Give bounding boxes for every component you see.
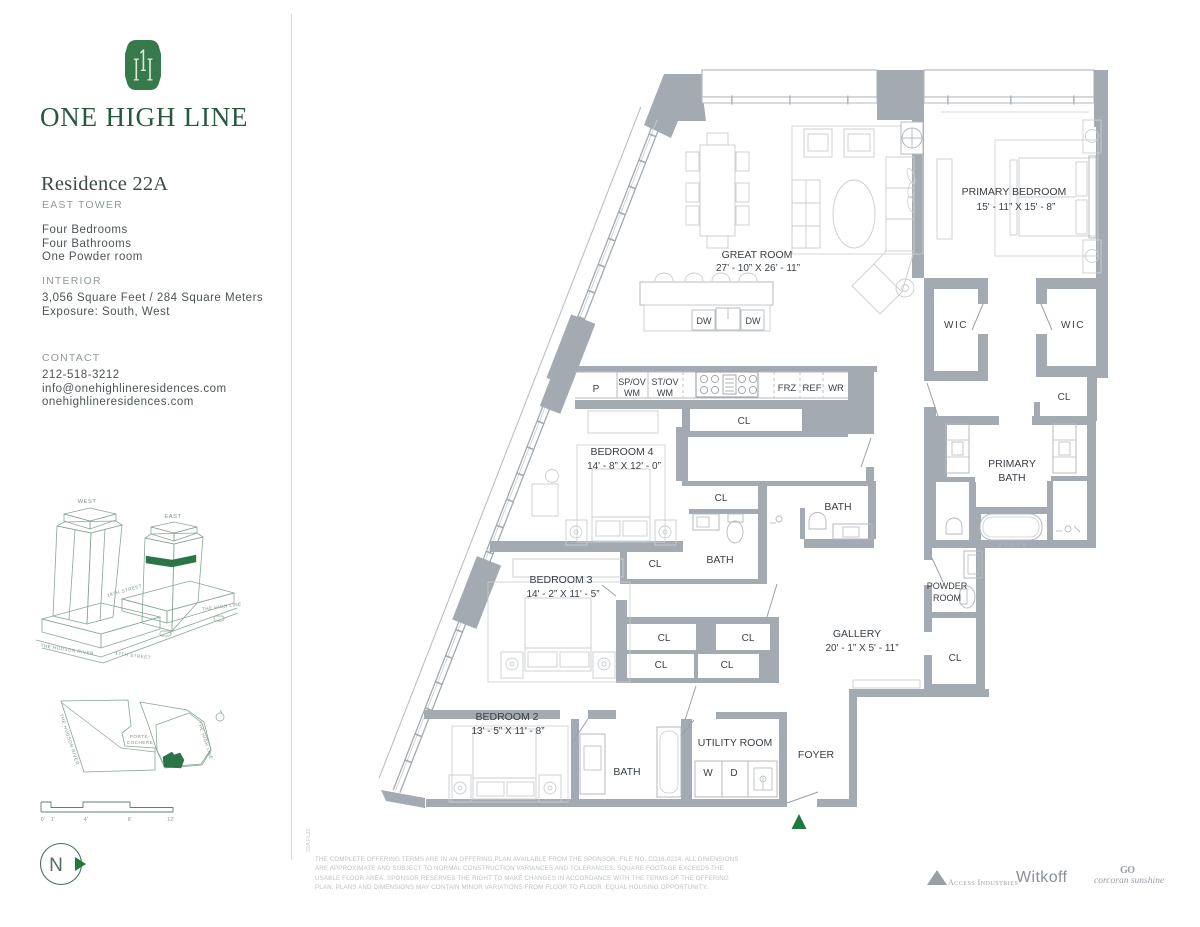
svg-text:FOYER: FOYER	[798, 749, 835, 761]
svg-text:14' - 8” X 12' - 0”: 14' - 8” X 12' - 0”	[587, 461, 661, 472]
svg-text:THE HIGH LINE: THE HIGH LINE	[202, 601, 242, 612]
svg-text:PORTE-: PORTE-	[130, 734, 150, 739]
svg-text:THE HUDSON RIVER: THE HUDSON RIVER	[59, 713, 80, 766]
svg-text:0': 0'	[41, 817, 45, 823]
svg-text:WIC: WIC	[1061, 320, 1085, 331]
svg-text:BATH: BATH	[706, 554, 733, 566]
svg-text:PRIMARY: PRIMARY	[988, 458, 1036, 470]
svg-text:COCHERE: COCHERE	[127, 740, 153, 745]
svg-text:REF: REF	[803, 383, 822, 394]
svg-text:BATH: BATH	[613, 766, 640, 778]
svg-text:WM: WM	[657, 388, 673, 398]
svg-text:WR: WR	[828, 383, 844, 394]
svg-text:BEDROOM 3: BEDROOM 3	[529, 574, 592, 586]
svg-text:FRZ: FRZ	[778, 383, 797, 394]
svg-text:UTILITY ROOM: UTILITY ROOM	[698, 737, 772, 749]
svg-text:CL: CL	[721, 660, 734, 671]
svg-text:GREAT ROOM: GREAT ROOM	[722, 249, 793, 261]
svg-text:CL: CL	[738, 416, 751, 427]
svg-text:CL: CL	[1058, 392, 1071, 403]
svg-text:8': 8'	[128, 817, 132, 823]
svg-text:14' - 2” X 11' - 5”: 14' - 2” X 11' - 5”	[526, 589, 599, 600]
svg-text:P: P	[593, 384, 600, 395]
svg-text:BEDROOM 2: BEDROOM 2	[475, 711, 538, 723]
svg-text:CL: CL	[742, 633, 755, 644]
svg-text:W: W	[703, 768, 713, 779]
svg-text:GALLERY: GALLERY	[833, 628, 881, 640]
svg-text:CL: CL	[658, 633, 671, 644]
svg-text:EAST: EAST	[164, 514, 181, 520]
svg-text:WM: WM	[624, 388, 640, 398]
svg-text:CL: CL	[655, 660, 668, 671]
svg-text:WIC: WIC	[944, 320, 968, 331]
svg-text:17TH STREET: 17TH STREET	[115, 651, 151, 660]
svg-text:1': 1'	[51, 817, 55, 823]
svg-text:20' - 1” X 5' - 11”: 20' - 1” X 5' - 11”	[825, 643, 898, 654]
svg-text:27’ - 10” X 26’ - 11”: 27’ - 10” X 26’ - 11”	[716, 263, 800, 274]
svg-text:CL: CL	[715, 493, 728, 504]
svg-text:DW: DW	[746, 316, 761, 326]
svg-text:15' - 11” X 15' - 8”: 15' - 11” X 15' - 8”	[977, 202, 1056, 213]
svg-text:D: D	[730, 768, 737, 779]
svg-text:PRIMARY BEDROOM: PRIMARY BEDROOM	[962, 186, 1067, 198]
svg-text:POWDER: POWDER	[927, 581, 968, 591]
svg-text:BATH: BATH	[998, 472, 1025, 484]
svg-text:18TH STREET: 18TH STREET	[107, 583, 143, 598]
svg-text:CL: CL	[649, 559, 662, 570]
svg-text:12': 12'	[167, 817, 175, 823]
svg-text:WEST: WEST	[78, 499, 97, 505]
svg-text:N: N	[49, 855, 63, 876]
svg-text:BEDROOM 4: BEDROOM 4	[590, 446, 653, 458]
svg-text:CL: CL	[949, 653, 962, 664]
svg-text:4': 4'	[84, 817, 88, 823]
svg-text:SP/OV: SP/OV	[618, 377, 646, 387]
svg-text:13' - 5” X 11' - 8”: 13' - 5” X 11' - 8”	[471, 726, 544, 737]
svg-text:BATH: BATH	[824, 501, 851, 513]
svg-text:ROOM: ROOM	[933, 593, 961, 603]
svg-text:ST/OV: ST/OV	[651, 377, 678, 387]
svg-text:DW: DW	[697, 316, 712, 326]
svg-text:22A FL22: 22A FL22	[306, 828, 312, 852]
